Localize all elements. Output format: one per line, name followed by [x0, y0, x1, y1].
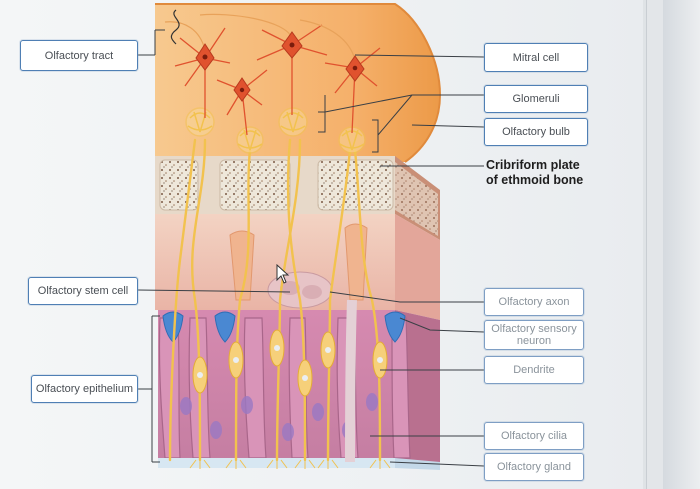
- olfactory-sensory-neuron-line2: neuron: [516, 335, 552, 347]
- olfactory-sensory-neuron-label[interactable]: Olfactory sensory neuron: [484, 320, 584, 350]
- olfactory-cilia-label[interactable]: Olfactory cilia: [484, 422, 584, 450]
- olfactory-tract-label[interactable]: Olfactory tract: [20, 40, 138, 71]
- glomeruli-text: Glomeruli: [512, 93, 560, 105]
- screen-edge: [663, 0, 700, 489]
- olfactory-stem-cell-text: Olfactory stem cell: [37, 285, 129, 297]
- cribriform-plate-line2: of ethmoid bone: [486, 173, 584, 187]
- mitral-cell-text: Mitral cell: [512, 51, 560, 64]
- cribriform-plate-line1: Cribriform plate: [486, 158, 580, 172]
- glomeruli-shapes: [185, 107, 366, 154]
- dendrite-text: Dendrite: [513, 364, 555, 376]
- cilia: [189, 459, 391, 469]
- olfactory-bulb-shape: [155, 4, 440, 162]
- glomeruli-label[interactable]: Glomeruli: [484, 85, 588, 113]
- olfactory-bulb-label[interactable]: Olfactory bulb: [484, 118, 588, 146]
- mitral-cell-dendrites: [174, 24, 381, 136]
- basal-blue-cells: [162, 311, 406, 343]
- olfactory-axon-text: Olfactory axon: [498, 296, 570, 308]
- olfactory-sensory-neuron-line1: Olfactory sensory: [491, 323, 577, 335]
- mouse-pointer-icon: [276, 264, 290, 284]
- olfactory-gland-text: Olfactory gland: [497, 461, 571, 473]
- mitral-cell-label[interactable]: Mitral cell: [484, 43, 588, 72]
- olfactory-axon-label[interactable]: Olfactory axon: [484, 288, 584, 316]
- cribriform-plate-label: Cribriform plate of ethmoid bone: [486, 158, 596, 188]
- olfactory-bulb-text: Olfactory bulb: [502, 126, 570, 138]
- olfactory-tract-text: Olfactory tract: [44, 49, 114, 62]
- olfactory-epithelium-text: Olfactory epithelium: [35, 383, 134, 395]
- leader-lines: [137, 29, 485, 467]
- olfactory-gland-label[interactable]: Olfactory gland: [484, 453, 584, 481]
- olfactory-stem-cell-label[interactable]: Olfactory stem cell: [28, 277, 138, 305]
- olfactory-tract-squiggle: [170, 9, 180, 45]
- olfactory-epithelium-label[interactable]: Olfactory epithelium: [31, 375, 138, 403]
- olfactory-cilia-text: Olfactory cilia: [500, 430, 568, 442]
- mitral-cell-axons: [164, 13, 356, 61]
- sensory-neuron-axons: [168, 138, 382, 462]
- dendrite-label[interactable]: Dendrite: [484, 356, 584, 384]
